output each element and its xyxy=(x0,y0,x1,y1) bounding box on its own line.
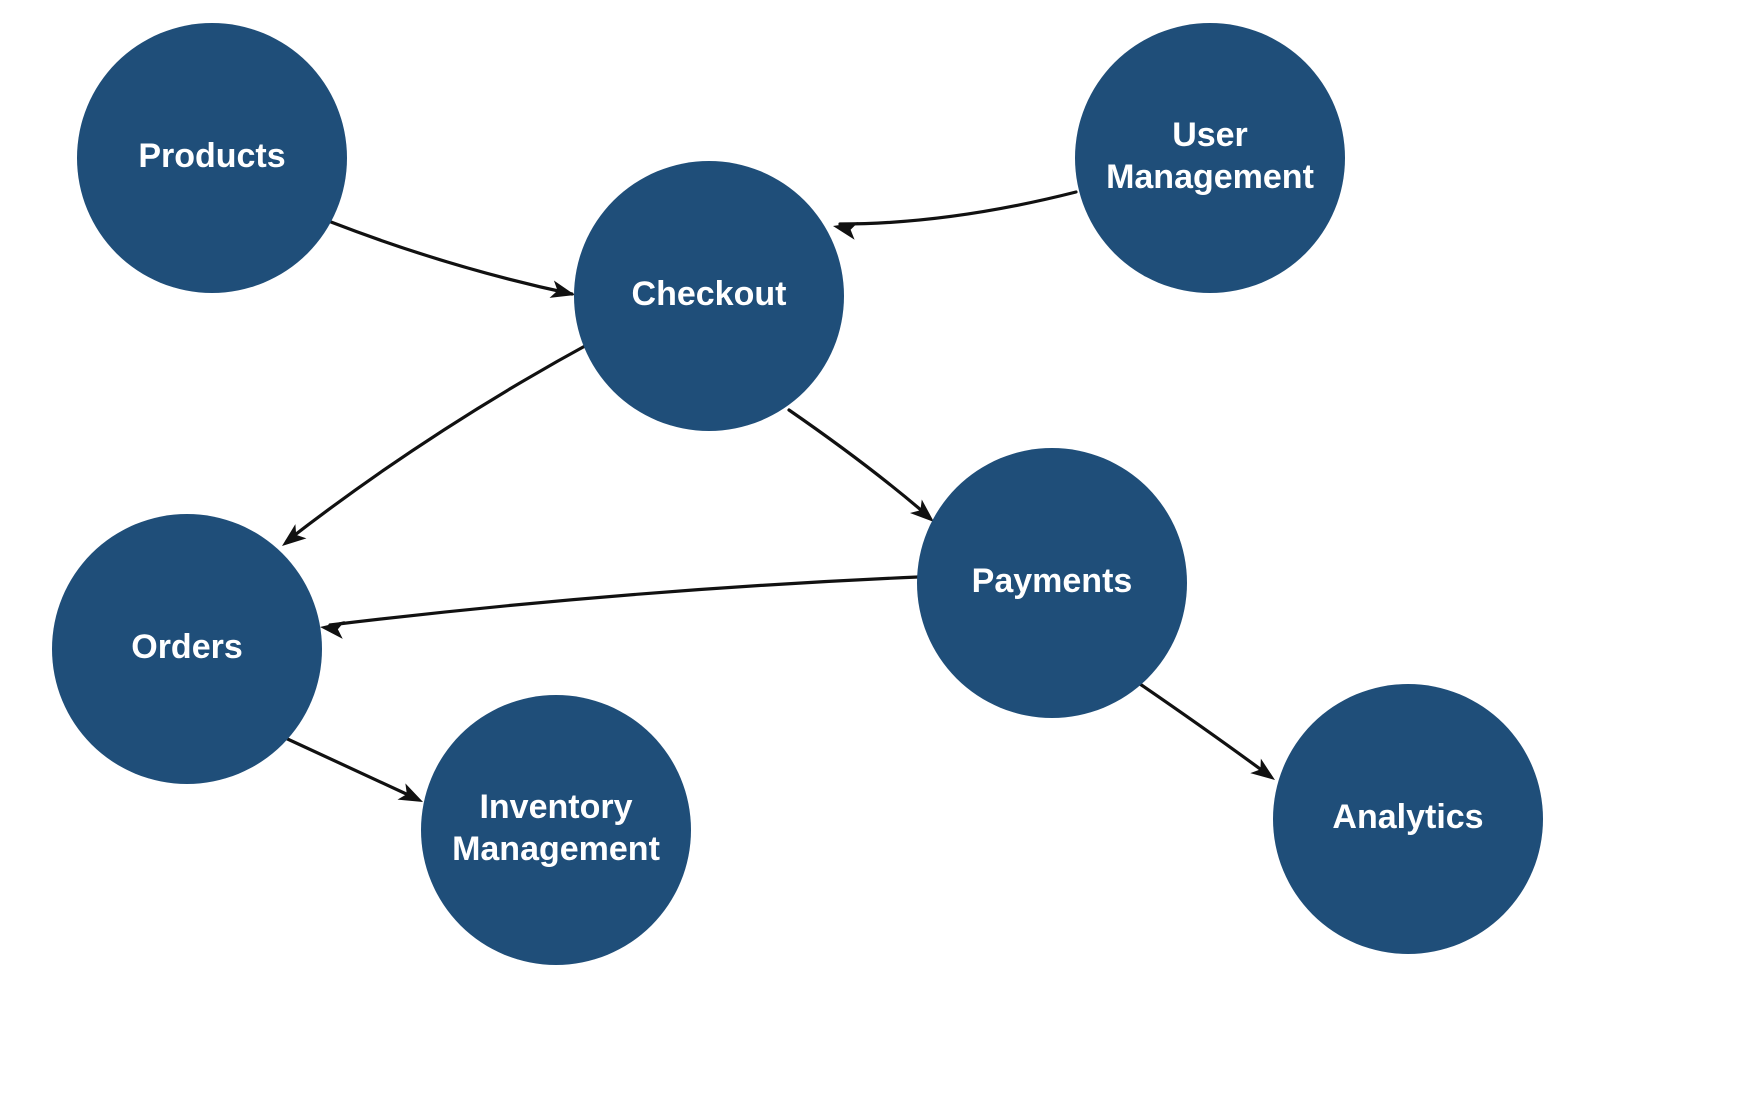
edge-payments-to-analytics xyxy=(1138,682,1275,780)
node-shape[interactable] xyxy=(421,695,691,965)
node-shape[interactable] xyxy=(1075,23,1345,293)
node-label: Orders xyxy=(131,628,243,666)
node-shape[interactable] xyxy=(917,448,1187,718)
edge-user-management-to-checkout xyxy=(833,190,1078,240)
node-label: Payments xyxy=(972,562,1133,600)
node-label-line: Checkout xyxy=(632,275,787,313)
edge-line xyxy=(328,575,920,627)
node-shape[interactable] xyxy=(1273,684,1543,954)
arrow-head-icon xyxy=(282,524,307,546)
arrow-head-icon xyxy=(1250,758,1275,780)
arrow-head-icon xyxy=(909,499,934,522)
arrow-head-icon xyxy=(320,620,345,639)
node-payments[interactable]: Payments xyxy=(917,448,1187,718)
node-checkout[interactable]: Checkout xyxy=(574,161,844,431)
node-label-line: Analytics xyxy=(1332,798,1483,836)
node-shape[interactable] xyxy=(52,514,322,784)
edge-line xyxy=(285,339,596,543)
node-label: Analytics xyxy=(1332,798,1483,836)
node-analytics[interactable]: Analytics xyxy=(1273,684,1543,954)
node-label-line: Orders xyxy=(131,628,243,666)
node-label: Products xyxy=(138,137,285,175)
node-products[interactable]: Products xyxy=(77,23,347,293)
node-label-line: Products xyxy=(138,137,285,175)
edge-payments-to-orders xyxy=(320,575,920,639)
edges-layer xyxy=(279,190,1275,802)
edge-products-to-checkout xyxy=(329,220,575,298)
edge-orders-to-inventory-management xyxy=(279,734,423,802)
node-label-line: Inventory xyxy=(479,788,632,826)
edge-checkout-to-payments xyxy=(787,408,934,522)
arrow-head-icon xyxy=(397,783,423,802)
node-label: Checkout xyxy=(632,275,787,313)
node-label-line: Management xyxy=(452,830,660,868)
node-label-line: Management xyxy=(1106,158,1314,196)
node-orders[interactable]: Orders xyxy=(52,514,322,784)
node-shape[interactable] xyxy=(574,161,844,431)
edge-line xyxy=(329,220,574,296)
node-shape[interactable] xyxy=(77,23,347,293)
edge-line xyxy=(1138,682,1269,776)
edge-line xyxy=(279,734,417,800)
node-label-line: Payments xyxy=(972,562,1133,600)
arrow-head-icon xyxy=(549,280,575,298)
edge-line xyxy=(838,190,1078,226)
node-label-line: User xyxy=(1172,116,1248,154)
edge-checkout-to-orders xyxy=(282,339,596,546)
edge-line xyxy=(787,408,930,518)
arrow-head-icon xyxy=(833,222,859,240)
